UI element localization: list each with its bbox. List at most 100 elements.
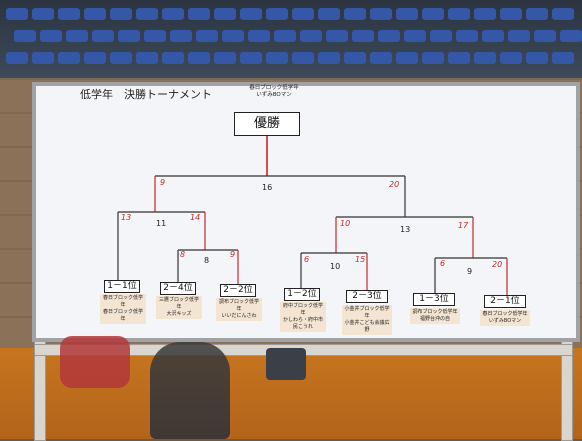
score-m11-right: 14	[190, 213, 201, 222]
stadium-seat	[188, 52, 210, 64]
match-number-9: 9	[467, 267, 473, 276]
stadium-seat	[170, 30, 192, 42]
champion-team-note: 春日ブロック低学年 いずみBOマン	[244, 85, 304, 99]
team-note-2-1: 春日ブロック低学年 いずみBOマン	[480, 310, 530, 326]
team-note-line: 小金井こども会議広野	[344, 320, 390, 333]
stadium-seat	[240, 52, 262, 64]
seed-1-2: 1－2位	[284, 288, 320, 301]
stadium-seat	[240, 8, 262, 20]
stadium-seat	[378, 30, 400, 42]
stadium-seat	[448, 8, 470, 20]
team-note-line: 調布ブロック低学年	[218, 299, 259, 312]
stadium-seat	[560, 30, 582, 42]
stadium-seat	[110, 52, 132, 64]
stadium-seat	[248, 30, 270, 42]
stadium-seat	[274, 30, 296, 42]
stadium-seat	[422, 8, 444, 20]
stadium-seat	[456, 30, 478, 42]
stadium-seat	[110, 8, 132, 20]
match-number-8: 8	[204, 256, 210, 265]
stadium-seat	[66, 30, 88, 42]
score-final-left: 9	[160, 178, 166, 187]
stadium-seat	[370, 8, 392, 20]
team-note-line: 福野台沖の自	[419, 316, 450, 322]
person-walking	[150, 342, 230, 439]
stadium-seat	[222, 30, 244, 42]
stadium-seat	[552, 52, 574, 64]
score-m13-left: 10	[340, 219, 351, 228]
team-note-line: いいだにんさわ	[221, 313, 257, 319]
score-m9-right: 20	[492, 260, 503, 269]
team-note-line: かしわら・府中市民こうれ	[282, 317, 323, 330]
stadium-seat	[188, 8, 210, 20]
team-note-line: 調布ブロック低学年	[412, 309, 458, 315]
stadium-seat	[58, 52, 80, 64]
stadium-seat	[300, 30, 322, 42]
team-note-line: 三鷹ブロック低学年	[158, 297, 199, 310]
stadium-seat	[352, 30, 374, 42]
stadium-seat	[474, 8, 496, 20]
team-note-line: 春日ブロック低学年	[102, 309, 143, 322]
stadium-seat	[58, 8, 80, 20]
stadium-seat	[344, 8, 366, 20]
stadium-seat	[404, 30, 426, 42]
stadium-seat	[534, 30, 556, 42]
stadium-seat	[32, 52, 54, 64]
seed-2-3: 2－3位	[346, 290, 388, 303]
stadium-seat	[396, 8, 418, 20]
score-m10-right: 15	[355, 255, 366, 264]
stadium-seat	[318, 8, 340, 20]
score-m9-left: 6	[440, 259, 446, 268]
stadium-seat	[118, 30, 140, 42]
team-note-line: 春日ブロック低学年	[482, 311, 528, 317]
stadium-seat	[214, 8, 236, 20]
winner-box: 優勝	[234, 112, 300, 136]
stadium-seat	[214, 52, 236, 64]
champion-note-line1: 春日ブロック低学年	[249, 85, 299, 91]
score-m13-right: 17	[458, 221, 469, 230]
score-final-right: 20	[389, 180, 400, 189]
team-note-2-4: 三鷹ブロック低学年 大沢キッズ	[156, 296, 202, 319]
stadium-seat	[422, 52, 444, 64]
stadium-seat	[196, 30, 218, 42]
seed-1-1: 1－1位	[104, 280, 140, 293]
team-note-2-3: 小金井ブロック低学年 小金井こども会議広野	[342, 305, 392, 335]
stadium-seat	[396, 52, 418, 64]
team-note-line: 大沢キッズ	[166, 311, 192, 317]
stadium-seat	[552, 8, 574, 20]
stadium-seat	[266, 52, 288, 64]
stadium-seat	[92, 30, 114, 42]
stadium-seat	[500, 8, 522, 20]
stadium-seat	[344, 52, 366, 64]
stadium-seat	[370, 52, 392, 64]
stadium-seat	[266, 8, 288, 20]
stadium-seat	[6, 52, 28, 64]
seed-2-2: 2－2位	[220, 284, 256, 297]
stadium-seat	[84, 52, 106, 64]
team-note-line: 小金井ブロック低学年	[344, 306, 390, 319]
spectator-stands	[0, 0, 582, 78]
team-note-2-2: 調布ブロック低学年 いいだにんさわ	[216, 298, 262, 321]
match-number-10: 10	[330, 262, 341, 271]
match-number-11: 11	[156, 219, 167, 228]
stadium-seat	[136, 52, 158, 64]
red-bag	[60, 336, 130, 388]
team-note-line: いずみBOマン	[488, 318, 522, 324]
stadium-seat	[6, 8, 28, 20]
stadium-seat	[144, 30, 166, 42]
score-m10-left: 6	[304, 255, 310, 264]
match-number-final: 16	[262, 183, 273, 192]
match-number-13: 13	[400, 225, 411, 234]
stadium-seat	[292, 52, 314, 64]
stadium-seat	[32, 8, 54, 20]
stadium-seat	[162, 52, 184, 64]
stadium-seat	[14, 30, 36, 42]
stadium-seat	[162, 8, 184, 20]
score-m11-left: 13	[121, 213, 132, 222]
stadium-seat	[508, 30, 530, 42]
stadium-seat	[482, 30, 504, 42]
stadium-seat	[292, 8, 314, 20]
stadium-seat	[500, 52, 522, 64]
seed-2-1: 2－1位	[484, 295, 526, 308]
